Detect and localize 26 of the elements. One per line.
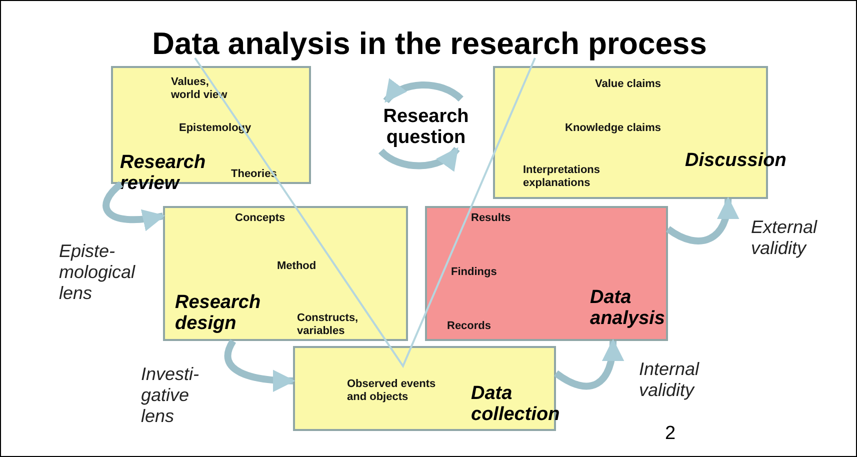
stage-item: Constructs, variables	[297, 312, 360, 338]
curved-arrow	[666, 196, 738, 244]
title: Data analysis in the research process	[151, 27, 708, 61]
stage-title: Data collection	[471, 383, 561, 425]
stage-item: Interpretations explanations	[523, 164, 602, 190]
stage-item: Concepts	[235, 212, 286, 225]
stage-title: Research design	[175, 292, 262, 334]
stage-title: Data analysis	[590, 287, 666, 329]
page-number: 2	[665, 423, 676, 445]
curved-arrow	[224, 339, 296, 392]
stage-item: Observed events and objects	[347, 378, 437, 404]
question-text: Research question	[382, 106, 470, 148]
stage-item: Records	[447, 320, 492, 333]
stage-title: Research review	[120, 152, 207, 194]
stage-item: Method	[277, 260, 318, 273]
stage-item: Epistemology	[179, 122, 252, 135]
stage-item: Theories	[231, 168, 278, 181]
stage-item: Findings	[451, 266, 498, 279]
stage-title: Discussion	[685, 150, 788, 171]
stage-item: Knowledge claims	[565, 122, 662, 135]
stage-box	[425, 206, 668, 341]
stage-item: Value claims	[595, 78, 662, 91]
stage-item: Results	[471, 212, 512, 225]
stage-box	[163, 206, 408, 341]
curved-arrow	[102, 181, 166, 231]
curved-arrow	[554, 338, 624, 390]
